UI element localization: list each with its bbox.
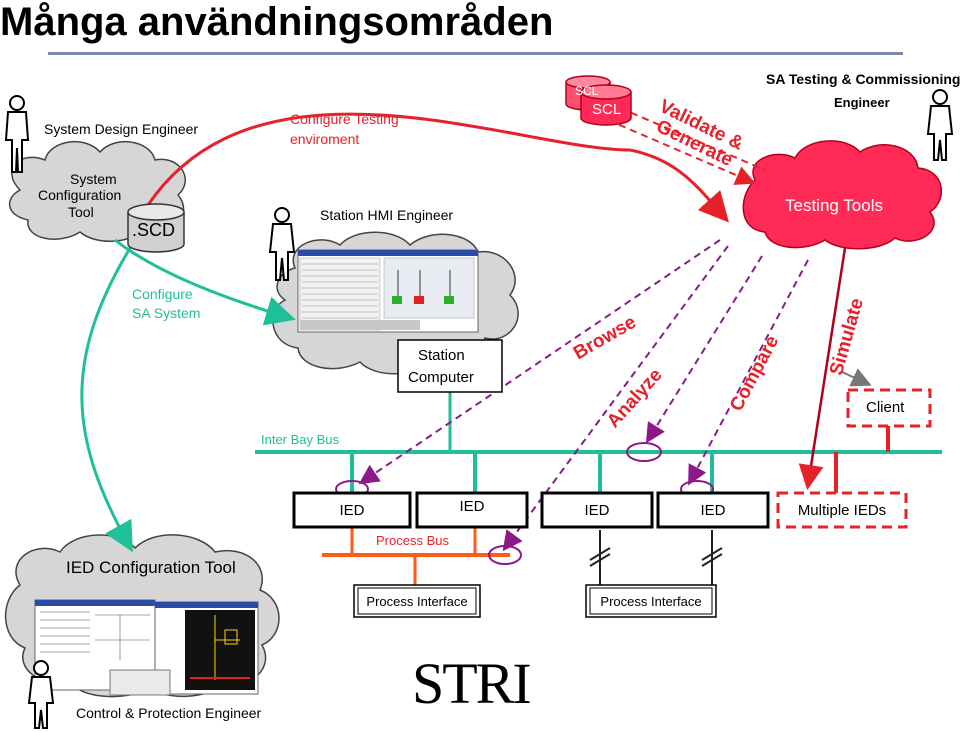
ied-config-screenshot: [34, 599, 259, 696]
configure-sa-label-1: Configure: [132, 286, 193, 302]
ied-box: IED: [584, 501, 610, 519]
ied-box: IED: [339, 501, 365, 519]
person-icon: [268, 207, 296, 281]
scl-database-icon: [580, 84, 632, 126]
stri-logo: STRI: [412, 651, 532, 716]
configure-testing-label-1: Configure Testing: [290, 111, 399, 127]
client-box: [846, 388, 932, 428]
ied-box: IED: [700, 501, 726, 519]
system-config-label-1: System: [70, 171, 117, 187]
highlight-ellipse: [626, 442, 662, 462]
role-sa-testing: SA Testing & Commissioning: [766, 71, 960, 87]
scl-front-label: SCL: [592, 101, 622, 118]
hmi-screenshot: [297, 249, 479, 333]
role-sa-testing-2: Engineer: [834, 95, 890, 110]
person-icon: [4, 95, 30, 173]
client-label: Client: [866, 399, 905, 416]
person-icon: [926, 89, 954, 161]
configure-testing-arrow: [146, 112, 631, 206]
station-computer-label-2: Computer: [408, 369, 474, 386]
ied-box: IED: [459, 497, 485, 515]
inter-bay-bus-label: Inter Bay Bus: [261, 432, 340, 447]
multiple-ieds-box: Multiple IEDs: [797, 501, 887, 519]
configure-ied-arrow: [80, 239, 137, 553]
process-interface-box: Process Interface: [600, 593, 702, 609]
testing-tools-label: Testing Tools: [785, 196, 883, 215]
person-icon: [27, 660, 55, 729]
role-station-hmi: Station HMI Engineer: [320, 207, 454, 223]
scd-database-icon: [127, 203, 185, 253]
page-title: Många användningsområden: [0, 0, 554, 44]
configure-sa-label-2: SA System: [132, 305, 201, 321]
highlight-ellipse: [488, 545, 522, 565]
configure-testing-label-2: enviroment: [290, 131, 360, 147]
testing-tools-cloud: [742, 140, 943, 250]
system-config-label-3: Tool: [68, 204, 94, 220]
role-system-design: System Design Engineer: [44, 121, 199, 137]
process-interface-box: Process Interface: [366, 593, 468, 609]
role-control-protection: Control & Protection Engineer: [76, 705, 262, 721]
configure-sa-arrow: [114, 238, 296, 326]
system-config-label-2: Configuration: [38, 187, 122, 203]
title-underline: [48, 52, 903, 55]
station-computer-label-1: Station: [418, 347, 465, 364]
scd-file-label: .SCD: [132, 220, 176, 240]
ied-config-tool-label: IED Configuration Tool: [66, 558, 236, 577]
station-computer-box: [397, 339, 503, 393]
scl-back-label: SCL: [575, 84, 599, 98]
process-bus-label: Process Bus: [376, 533, 449, 548]
